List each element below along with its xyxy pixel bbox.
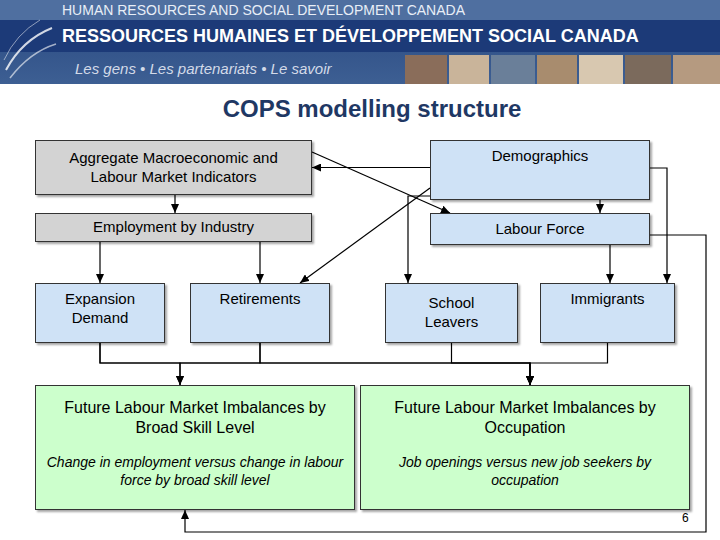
photo <box>579 55 623 84</box>
box-label: Employment by Industry <box>93 218 254 237</box>
department-name-fr: RESSOURCES HUMAINES ET DÉVELOPPEMENT SOC… <box>62 26 639 47</box>
box-label: Retirements <box>220 290 301 309</box>
flow-arrow <box>180 343 260 385</box>
banner-top-band <box>0 0 720 20</box>
flow-arrow <box>260 343 530 385</box>
flow-arrow <box>174 195 175 213</box>
flow-arrow <box>99 242 100 283</box>
flow-arrow <box>650 168 667 283</box>
flow-arrow <box>300 188 430 283</box>
flow-arrow <box>408 196 430 283</box>
component-box: Immigrants <box>540 283 675 343</box>
imbalance-box: Future Labour Market Imbalances by Broad… <box>35 385 355 510</box>
photo-strip <box>405 55 720 84</box>
demographics-box: Demographics <box>430 140 650 200</box>
photo <box>625 55 671 84</box>
flow-arrow <box>609 245 610 283</box>
banner-ground <box>0 0 720 84</box>
photo <box>673 55 720 84</box>
logo-swoosh <box>10 44 56 78</box>
labour-force-box: Labour Force <box>430 213 650 245</box>
flow-arrow <box>100 343 180 385</box>
box-label: School Leavers <box>406 294 497 332</box>
photo <box>405 55 447 84</box>
flow-arrow <box>452 343 531 385</box>
industry-box: Employment by Industry <box>35 213 312 242</box>
component-box: Retirements <box>190 283 330 343</box>
box-heading: Future Labour Market Imbalances by Broad… <box>46 398 344 438</box>
component-box: School Leavers <box>385 283 518 343</box>
flow-arrow <box>599 200 600 213</box>
flow-arrow <box>312 167 430 168</box>
flow-arrow <box>100 343 530 385</box>
flow-arrow <box>530 343 608 385</box>
imbalance-box: Future Labour Market Imbalances by Occup… <box>360 385 690 510</box>
department-name-en: HUMAN RESOURCES AND SOCIAL DEVELOPMENT C… <box>62 2 465 18</box>
indicator-box: Aggregate Macroeconomic and Labour Marke… <box>35 140 312 195</box>
component-box: Expansion Demand <box>35 283 165 343</box>
box-body: Job openings versus new job seekers by o… <box>371 454 679 489</box>
photo <box>537 55 577 84</box>
page-number: 6 <box>682 511 689 525</box>
box-heading: Future Labour Market Imbalances by Occup… <box>371 398 679 438</box>
box-label: Aggregate Macroeconomic and Labour Marke… <box>48 149 299 187</box>
motto: Les gens • Les partenariats • Le savoir <box>75 60 331 77</box>
box-label: Immigrants <box>570 290 644 309</box>
slide-title: COPS modelling structure <box>172 95 572 123</box>
photo <box>449 55 489 84</box>
box-body: Change in employment versus change in la… <box>46 454 344 489</box>
banner-mid-band <box>0 20 720 52</box>
box-label: Demographics <box>492 147 589 166</box>
box-label: Expansion Demand <box>44 290 156 328</box>
flow-arrow <box>259 242 260 283</box>
box-label: Labour Force <box>495 220 584 239</box>
photo <box>491 55 535 84</box>
logo-swoosh <box>4 20 40 60</box>
